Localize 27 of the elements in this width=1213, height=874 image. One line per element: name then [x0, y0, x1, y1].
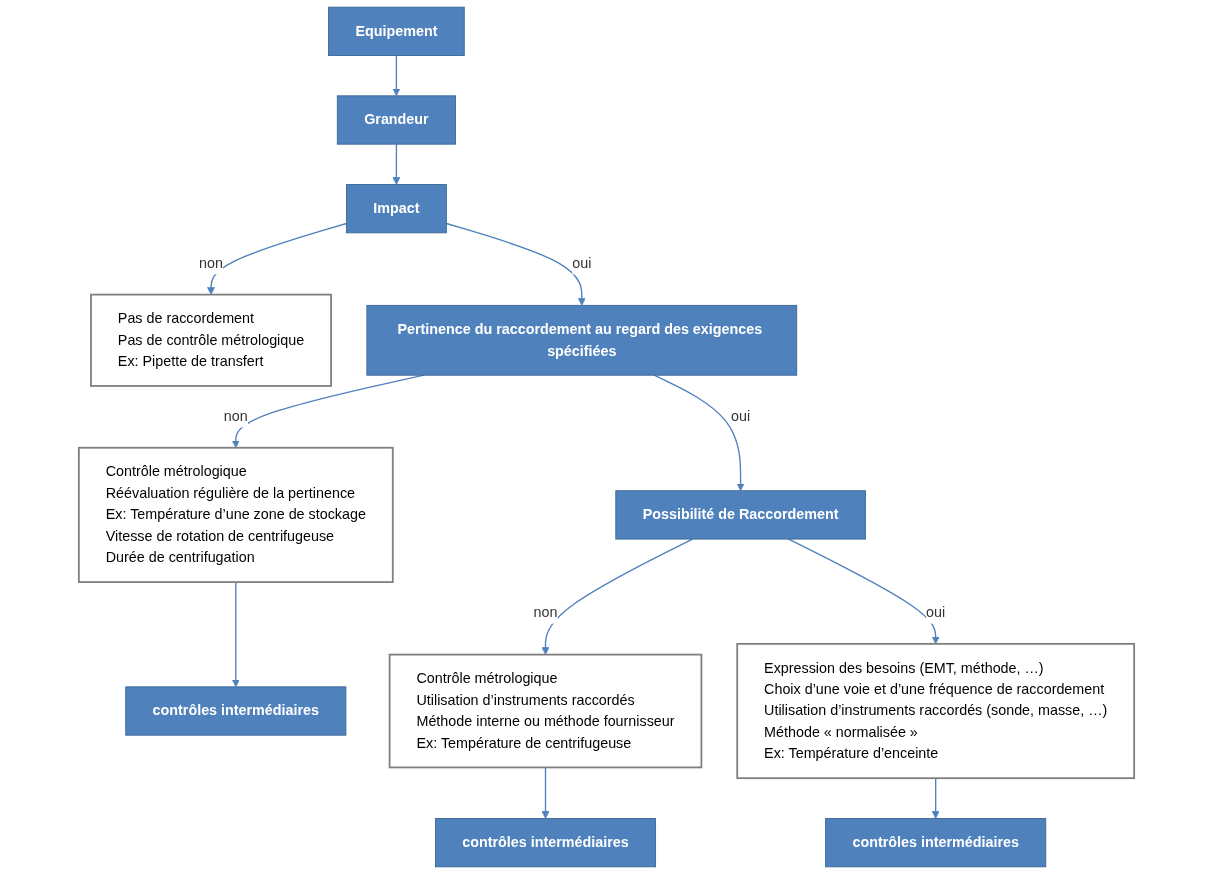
arrow — [541, 766, 550, 819]
edge-label: non — [223, 408, 248, 425]
edge-label: oui — [731, 408, 751, 425]
node-box: Grandeur — [336, 95, 456, 145]
arrow — [207, 222, 348, 295]
arrow — [231, 581, 240, 688]
node-box: Equipement — [328, 6, 465, 56]
node-box: contrôles intermédiaires — [825, 818, 1047, 868]
arrow — [931, 777, 940, 819]
node-box: Pas de raccordement Pas de contrôle métrologique Ex: Pipette de transfert — [90, 293, 332, 387]
edge-label: oui — [572, 255, 592, 271]
arrow — [788, 538, 940, 645]
node-box: Impact — [346, 184, 447, 234]
node-box: Expression des besoins (EMT, méthode, …) Choix d’une voie et d’une fréquence de raccordement Utilisation d’instruments raccordés (sonde, masse, …) Méthode « normalisée » Ex: Température d’enceinte — [736, 642, 1136, 780]
arrow — [445, 222, 586, 306]
edge-label: non — [199, 255, 223, 271]
node-box: Contrôle métrologique Réévaluation régulière de la pertinence Ex: Température d’une zone de stockage Vitesse de rotation de centrifugeuse Durée de centrifugation — [77, 446, 394, 583]
node-box: Pertinence du raccordement au regard des exigences spécifiées — [366, 304, 798, 376]
node-box: contrôles intermédiaires — [125, 686, 347, 736]
edge-label: non — [533, 604, 558, 621]
edge-label: oui — [926, 604, 946, 621]
node-box: contrôles intermédiaires — [435, 818, 657, 868]
arrow — [653, 374, 745, 492]
node-box: Contrôle métrologique Utilisation d’instruments raccordés Méthode interne ou méthode fournisseur Ex: Température de centrifugeuse — [388, 653, 703, 769]
node-box: Possibilité de Raccordement — [615, 490, 866, 540]
arrow — [392, 54, 401, 97]
arrow — [392, 143, 401, 185]
